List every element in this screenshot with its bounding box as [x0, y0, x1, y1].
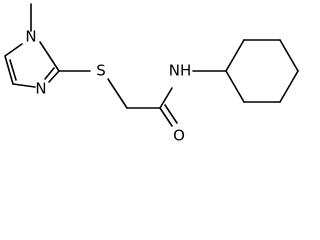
bond-n3-c2 — [48, 70, 60, 83]
bond-n3-c2-inner — [44, 67, 55, 80]
bond-c5-c4 — [4, 55, 14, 85]
bond-n1-c5 — [4, 43, 23, 57]
bond-cy-6 — [225, 70, 245, 103]
atom-label-amide-nh: NH — [169, 62, 192, 80]
atom-label-carbonyl-o: O — [173, 127, 185, 145]
bond-s-ch2 — [107, 78, 128, 109]
structural-formula: N N S NH O — [4, 3, 299, 145]
bond-c-nh — [159, 87, 173, 109]
bond-c2-n1 — [39, 41, 60, 72]
atom-label-n-ring: N — [35, 80, 46, 98]
bond-cy-4 — [279, 70, 299, 103]
bond-c4-n3 — [12, 83, 36, 88]
bond-c-o-2 — [164, 104, 178, 124]
bond-cy-1 — [225, 39, 245, 72]
atom-label-sulfur: S — [96, 62, 106, 80]
bond-c-o-1 — [159, 107, 173, 127]
bond-c5-c4-inner — [9, 59, 17, 81]
bond-cy-3 — [279, 39, 299, 72]
atom-label-n-methyl: N — [25, 28, 36, 46]
